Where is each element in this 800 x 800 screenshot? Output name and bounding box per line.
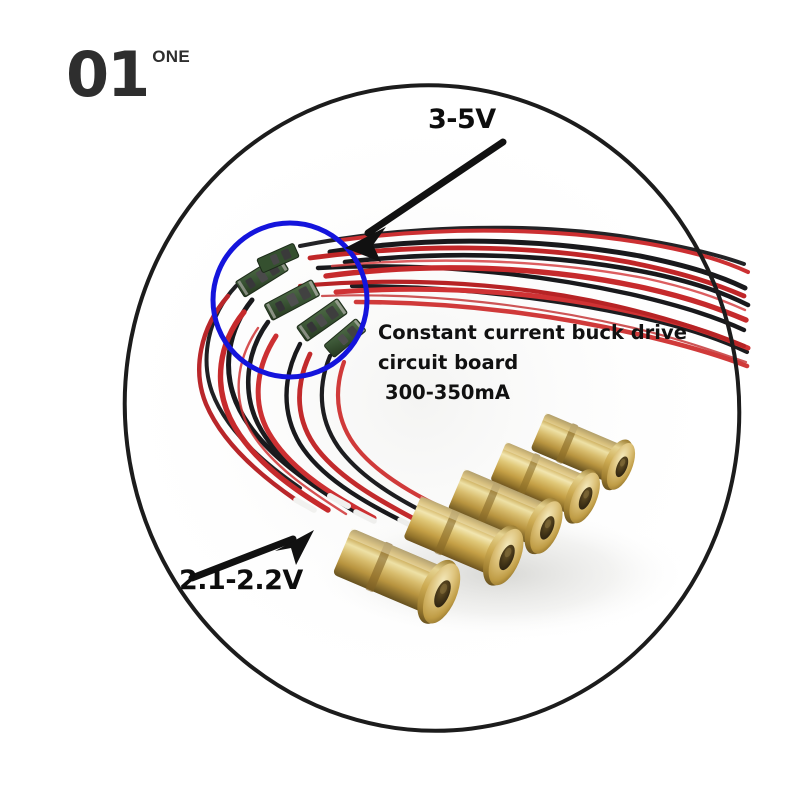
step-word-label: ONE bbox=[152, 47, 191, 66]
forward-voltage-label: 2.1-2.2V bbox=[179, 565, 303, 596]
frame-ellipse bbox=[122, 83, 742, 733]
laser-module bbox=[333, 528, 461, 624]
driver-description-line-3: 300-350mA bbox=[385, 381, 510, 404]
laser-module bbox=[448, 468, 563, 555]
laser-module bbox=[531, 412, 636, 491]
supply-voltage-label: 3-5V bbox=[428, 104, 496, 135]
blue-highlight-circle bbox=[210, 220, 370, 380]
arrow-supply-voltage bbox=[345, 138, 507, 262]
driver-circuit-boards bbox=[235, 243, 366, 358]
driver-description-line-1: Constant current buck drive bbox=[378, 321, 687, 344]
laser-module bbox=[491, 441, 600, 524]
wire-bundle-upper bbox=[297, 225, 751, 369]
arrow-forward-voltage bbox=[188, 530, 314, 582]
laser-module bbox=[404, 496, 524, 586]
driver-description-block: Constant current buck drive circuit boar… bbox=[378, 318, 687, 408]
driver-description-line-2: circuit board bbox=[378, 351, 519, 374]
step-badge: 01 ONE bbox=[66, 44, 190, 106]
step-number: 01 bbox=[66, 38, 150, 111]
